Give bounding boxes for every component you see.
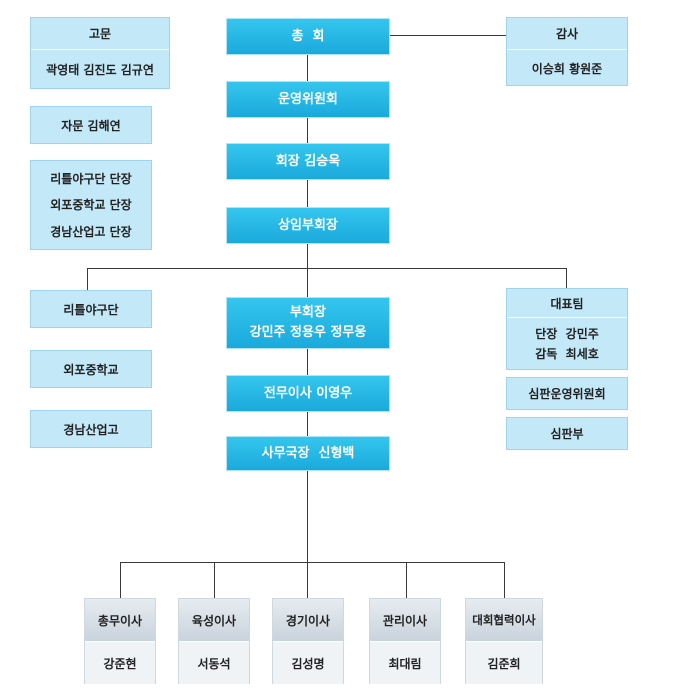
vice-president-names: 강민주 정용우 정무웅	[249, 325, 367, 340]
connector-line	[566, 268, 567, 288]
director-box-competition: 경기이사 김성명	[272, 598, 344, 684]
connector-line	[406, 562, 407, 598]
director-box-development: 육성이사 서동석	[178, 598, 250, 684]
team-leader-item: 리틀야구단 단장	[50, 171, 132, 186]
team-label: 리틀야구단	[63, 302, 119, 317]
team-label: 경남산업고	[63, 422, 119, 437]
umpire-committee-box: 심판운영위원회	[506, 377, 628, 410]
secretary-general-label: 사무국장 신형백	[261, 445, 355, 461]
director-name: 서동석	[179, 641, 249, 684]
director-name: 최대림	[370, 641, 440, 684]
national-team-line: 단장 강민주	[535, 327, 599, 341]
connector-line	[87, 268, 88, 290]
umpires-label: 심판부	[550, 427, 584, 441]
connector-line	[214, 562, 215, 598]
national-team-box: 대표팀 단장 강민주 감독 최세호	[506, 288, 628, 370]
managing-director-box: 전무이사 이영우	[226, 375, 390, 412]
director-title: 육성이사	[179, 599, 249, 641]
team-leader-item: 경남산업고 단장	[50, 225, 132, 240]
team-label: 외포중학교	[63, 362, 119, 377]
president-label: 회장 김승욱	[275, 153, 341, 169]
director-box-management: 관리이사 최대림	[369, 598, 441, 684]
operating-committee-label: 운영위원회	[278, 91, 338, 107]
standing-vp-label: 상임부회장	[278, 217, 338, 233]
director-box-general-affairs: 총무이사 강준현	[84, 598, 156, 684]
umpires-box: 심판부	[506, 417, 628, 450]
vice-president-box: 부회장 강민주 정용우 정무웅	[226, 297, 390, 349]
director-name: 김준희	[466, 641, 542, 684]
director-title: 대회협력이사	[466, 599, 542, 641]
team-leader-item: 외포중학교 단장	[50, 198, 132, 213]
standing-vp-box: 상임부회장	[226, 207, 390, 244]
operating-committee-box: 운영위원회	[226, 81, 390, 118]
national-team-line: 감독 최세호	[535, 347, 599, 361]
connector-line	[504, 562, 505, 598]
consultant-box: 자문 김해연	[30, 106, 152, 144]
team-box-gyeongnam-industrial: 경남산업고	[30, 410, 152, 448]
director-name: 김성명	[273, 641, 343, 684]
director-title: 경기이사	[273, 599, 343, 641]
auditors-names: 이승희 황원준	[531, 61, 603, 76]
director-title: 관리이사	[370, 599, 440, 641]
general-assembly-label: 총 회	[291, 28, 325, 44]
secretary-general-box: 사무국장 신형백	[226, 436, 390, 471]
director-box-tournament-cooperation: 대회협력이사 김준희	[465, 598, 543, 684]
director-name: 강준현	[85, 641, 155, 684]
vice-president-title: 부회장	[290, 305, 326, 320]
national-team-staff: 단장 강민주 감독 최세호	[507, 318, 627, 370]
team-box-little-league: 리틀야구단	[30, 290, 152, 328]
advisors-box: 고문 곽영태 김진도 김규연	[30, 17, 170, 89]
connector-line	[120, 562, 121, 598]
team-box-oepo-middle: 외포중학교	[30, 350, 152, 388]
auditors-title: 감사	[507, 18, 627, 50]
consultant-label: 자문 김해연	[61, 118, 121, 133]
director-title: 총무이사	[85, 599, 155, 641]
advisors-title: 고문	[31, 18, 169, 50]
umpire-committee-label: 심판운영위원회	[528, 387, 606, 401]
connector-line	[390, 35, 507, 36]
president-box: 회장 김승욱	[226, 143, 390, 180]
connector-line	[87, 268, 567, 269]
team-leaders-box: 리틀야구단 단장 외포중학교 단장 경남산업고 단장	[30, 160, 152, 250]
advisors-names: 곽영태 김진도 김규연	[46, 63, 154, 77]
connector-line	[120, 562, 505, 563]
general-assembly-box: 총 회	[226, 18, 390, 55]
managing-director-label: 전무이사 이영우	[263, 385, 353, 401]
auditors-box: 감사 이승희 황원준	[506, 17, 628, 86]
national-team-title: 대표팀	[507, 289, 627, 318]
